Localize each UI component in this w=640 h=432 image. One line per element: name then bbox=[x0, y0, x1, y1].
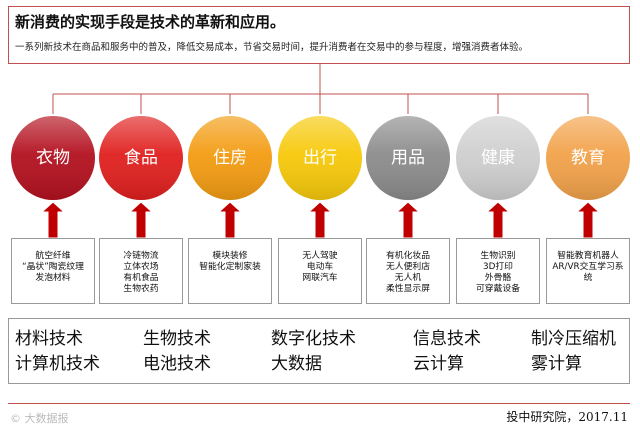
category-label: 食品 bbox=[124, 148, 158, 168]
tech-item: 外骨骼 bbox=[484, 273, 512, 283]
up-arrow bbox=[307, 201, 333, 239]
tech-term: 大数据 bbox=[271, 354, 322, 374]
tech-item: 统 bbox=[583, 273, 593, 283]
category-circle-shine bbox=[546, 116, 630, 200]
category-label: 健康 bbox=[481, 148, 515, 168]
tech-item: 发泡材料 bbox=[35, 273, 71, 283]
tech-term: 制冷压缩机 bbox=[531, 329, 616, 349]
tech-item: 无人便利店 bbox=[386, 262, 430, 272]
watermark-text: © 大数据报 bbox=[10, 412, 69, 425]
tech-term: 电池技术 bbox=[143, 354, 211, 374]
tech-item: 智能教育机器人 bbox=[557, 251, 619, 261]
tech-term: 材料技术 bbox=[15, 329, 83, 349]
tech-item: 电动车 bbox=[306, 262, 334, 272]
technology-summary-box: 材料技术 生物技术 数字化技术 信息技术 制冷压缩机 计算机技术 电池技术 大数… bbox=[8, 318, 630, 384]
up-arrow bbox=[40, 201, 66, 239]
up-arrow bbox=[575, 201, 601, 239]
page-title: 新消费的实现手段是技术的革新和应用。 bbox=[15, 13, 286, 31]
category-label: 出行 bbox=[303, 148, 337, 168]
category-circle-shine bbox=[188, 116, 272, 200]
tech-box: 无人驾驶电动车网联汽车 bbox=[278, 238, 362, 304]
page-subtitle: 一系列新技术在商品和服务中的普及，降低交易成本，节省交易时间，提升消费者在交易中… bbox=[15, 42, 529, 53]
header-box: 新消费的实现手段是技术的革新和应用。 一系列新技术在商品和服务中的普及，降低交易… bbox=[8, 6, 630, 64]
tech-box: 有机化妆品无人便利店无人机柔性显示屏 bbox=[366, 238, 450, 304]
tech-item: 无人驾驶 bbox=[302, 251, 338, 261]
tech-box: 航空纤维“晶状”陶瓷纹理发泡材料 bbox=[11, 238, 95, 304]
tech-item: AR/VR交互学习系 bbox=[552, 262, 624, 272]
category-circles bbox=[11, 116, 630, 200]
tech-term: 数字化技术 bbox=[271, 329, 356, 349]
tech-item: 立体农场 bbox=[123, 262, 159, 272]
tech-item: 有机食品 bbox=[123, 273, 159, 283]
up-arrow bbox=[128, 201, 154, 239]
up-arrow bbox=[217, 201, 243, 239]
up-arrow bbox=[395, 201, 421, 239]
tech-item: 冷链物流 bbox=[123, 251, 159, 261]
tech-item: 可穿戴设备 bbox=[476, 284, 520, 294]
tech-item: 航空纤维 bbox=[35, 251, 71, 261]
tech-item: 有机化妆品 bbox=[386, 251, 430, 261]
up-arrow bbox=[485, 201, 511, 239]
category-label: 教育 bbox=[571, 148, 605, 168]
category-label: 住房 bbox=[213, 148, 247, 168]
category-circle-shine bbox=[456, 116, 540, 200]
category-circle-shine bbox=[99, 116, 183, 200]
footer-divider bbox=[8, 403, 630, 404]
tech-box: 冷链物流立体农场有机食品生物农药 bbox=[99, 238, 183, 304]
up-arrows bbox=[40, 201, 601, 239]
tech-term: 生物技术 bbox=[143, 329, 211, 349]
source-note: 投中研究院，2017.11 bbox=[506, 410, 628, 424]
tech-item: 网联汽车 bbox=[302, 273, 338, 283]
category-label: 用品 bbox=[391, 148, 425, 168]
tech-box: 模块装修智能化定制家装 bbox=[188, 238, 272, 304]
tech-item: 生物识别 bbox=[480, 251, 516, 261]
tech-item: 模块装修 bbox=[212, 251, 248, 261]
tech-item: 柔性显示屏 bbox=[386, 284, 430, 294]
tech-item: 无人机 bbox=[394, 273, 422, 283]
tech-item: 生物农药 bbox=[123, 284, 159, 294]
tech-item: 智能化定制家装 bbox=[199, 262, 261, 272]
category-circle-shine bbox=[366, 116, 450, 200]
category-label: 衣物 bbox=[36, 148, 70, 168]
tech-term: 信息技术 bbox=[413, 329, 481, 349]
tech-term: 雾计算 bbox=[531, 354, 582, 374]
category-circle-shine bbox=[11, 116, 95, 200]
tech-item: “晶状”陶瓷纹理 bbox=[22, 262, 84, 272]
tech-item: 3D打印 bbox=[483, 262, 513, 272]
category-circle-shine bbox=[278, 116, 362, 200]
tech-term: 云计算 bbox=[413, 354, 464, 374]
connector-lines bbox=[52, 64, 589, 114]
tech-term: 计算机技术 bbox=[15, 354, 100, 374]
